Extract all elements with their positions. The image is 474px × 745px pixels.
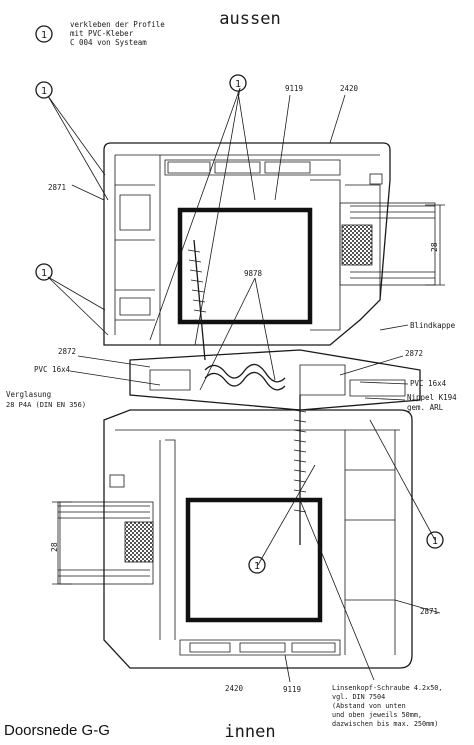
marker-1-d-number: 1 — [432, 536, 438, 547]
inside-label: innen — [224, 722, 275, 742]
marker-1-c: 1 — [35, 263, 53, 281]
outside-label: aussen — [219, 9, 280, 29]
leader-lines — [47, 87, 441, 683]
screw-note-line-2: vgl. DIN 7504 — [332, 693, 385, 701]
label-pvc-right: PVC 16x4 — [410, 379, 447, 388]
label-blindkappe: Blindkappe — [410, 321, 456, 330]
dimension-top: 28 — [425, 204, 445, 286]
screw-note-line-3: (Abstand von unten — [332, 702, 406, 710]
screw-upper — [187, 239, 208, 361]
marker-1-b-number: 1 — [235, 79, 241, 90]
part-2871-top: 2871 — [48, 183, 66, 192]
legend-line-1: verkleben der Profile — [70, 20, 165, 29]
screw-note-line-5: dazwischen bis max. 250mm) — [332, 720, 438, 728]
legend-line-2: mit PVC-Kleber — [70, 29, 134, 38]
label-verglasung-1: Verglasung — [6, 390, 51, 399]
dimension-bottom: 28 — [50, 501, 72, 585]
legend-line-3: C 004 von Systeam — [70, 38, 147, 47]
marker-1-e: 1 — [248, 556, 266, 574]
steel-reinforcement-upper — [177, 207, 313, 325]
dim-bottom-value: 28 — [50, 542, 59, 552]
screw-note: Linsenkopf-Schraube 4.2x50, vgl. DIN 750… — [332, 684, 443, 728]
part-2871-bottom: 2871 — [420, 607, 438, 616]
caption: Doorsnede G-G — [4, 722, 110, 739]
dim-top-value: 28 — [430, 242, 439, 252]
legend-marker-circle — [35, 25, 53, 43]
marker-1-a-number: 1 — [41, 86, 47, 97]
lower-profile — [57, 409, 413, 669]
part-9119-bottom: 9119 — [283, 685, 301, 694]
steel-reinforcement-lower — [185, 497, 323, 623]
part-2420-top: 2420 — [340, 84, 359, 93]
screw-lower — [293, 395, 307, 545]
part-2872-left: 2872 — [58, 347, 76, 356]
label-nippel-1: Nippel K194 — [407, 393, 457, 402]
label-verglasung-2: 28 P4A (DIN EN 356) — [6, 401, 86, 409]
screw-note-line-1: Linsenkopf-Schraube 4.2x50, — [332, 684, 443, 692]
part-2872-right: 2872 — [405, 349, 423, 358]
legend: 1 verkleben der Profile mit PVC-Kleber C… — [35, 20, 165, 47]
marker-1-c-number: 1 — [41, 268, 47, 279]
label-pvc-left: PVC 16x4 — [34, 365, 71, 374]
part-2420-bottom: 2420 — [225, 684, 244, 693]
part-9878: 9878 — [244, 269, 263, 278]
legend-marker-number: 1 — [41, 30, 47, 41]
part-9119-top: 9119 — [285, 84, 303, 93]
screw-note-line-4: und oben jeweils 50mm, — [332, 711, 422, 719]
upper-profile — [103, 142, 436, 346]
marker-1-a: 1 — [35, 81, 53, 99]
marker-1-b: 1 — [229, 74, 247, 92]
marker-1-e-number: 1 — [254, 561, 260, 572]
label-nippel-2: gem. ARL — [407, 403, 444, 412]
middle-profile — [129, 349, 421, 411]
marker-1-d: 1 — [426, 531, 444, 549]
